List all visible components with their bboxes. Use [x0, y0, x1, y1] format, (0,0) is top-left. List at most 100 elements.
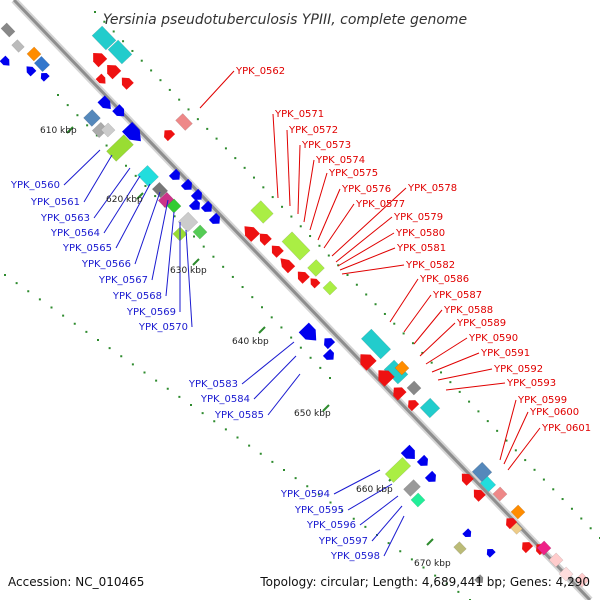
red-gene-arrow: [522, 542, 534, 554]
minor-tick: [346, 274, 349, 276]
minor-tick: [422, 566, 425, 569]
blue-gene-arrow-shape: [97, 95, 111, 110]
blue-gene-arrow: [190, 188, 202, 200]
minor-tick: [76, 114, 79, 117]
minor-tick: [248, 444, 251, 447]
feature-box-shape: [137, 165, 159, 187]
red-gene-arrow: [393, 387, 407, 401]
minor-tick: [166, 387, 169, 390]
feature-box-shape: [107, 39, 133, 65]
feature-box-shape: [192, 224, 208, 240]
red-gene-arrow: [310, 278, 321, 289]
kbp-label: 650 kbp: [294, 409, 331, 419]
gene-label: YPK_0586: [419, 274, 469, 285]
gene-label: YPK_0560: [10, 180, 60, 191]
feature-box: [479, 475, 497, 493]
leader-line: [323, 203, 355, 249]
red-gene-arrow: [271, 245, 284, 258]
leader-line: [303, 159, 315, 223]
kbp-label: 640 kbp: [232, 337, 269, 347]
minor-tick: [421, 351, 424, 354]
leader-line: [83, 154, 113, 203]
leader-line: [151, 199, 169, 281]
leader-line: [241, 341, 295, 385]
blue-gene-arrow-shape: [200, 200, 212, 212]
red-gene-arrow-shape: [408, 400, 420, 412]
leader-line: [445, 382, 506, 391]
red-gene-arrow: [121, 77, 134, 90]
minor-tick: [231, 275, 234, 278]
minor-tick: [434, 574, 437, 577]
feature-box-shape: [83, 109, 101, 127]
red-gene-arrow-shape: [297, 271, 310, 284]
feature-box: [307, 259, 325, 277]
blue-gene-arrow: [112, 104, 125, 117]
feature-box-shape: [166, 198, 182, 214]
gene-label: YPK_0587: [432, 290, 482, 301]
gene-label: YPK_0576: [341, 184, 391, 195]
gene-labels: YPK_0560YPK_0561YPK_0563YPK_0564YPK_0565…: [10, 66, 591, 562]
gene-label: YPK_0583: [188, 379, 238, 390]
feature-box: [453, 541, 467, 555]
feature-box-shape: [250, 200, 274, 224]
minor-tick: [329, 377, 331, 379]
minor-tick: [486, 420, 489, 423]
blue-gene-arrow: [208, 212, 220, 224]
accession-text: Accession: NC_010465: [8, 575, 144, 589]
feature-box-shape: [558, 566, 574, 582]
feature-box: [151, 181, 169, 199]
leader-line: [419, 322, 456, 357]
minor-tick: [122, 40, 125, 43]
minor-tick: [410, 558, 413, 561]
minor-tick: [201, 412, 204, 415]
minor-tick: [234, 157, 237, 160]
feature-box: [403, 479, 421, 497]
red-gene-arrow: [95, 73, 106, 84]
gene-label: YPK_0590: [468, 333, 518, 344]
minor-tick: [270, 316, 273, 319]
minor-tick: [318, 244, 321, 247]
red-gene-arrow-shape: [378, 370, 395, 387]
feature-box-shape: [410, 492, 426, 508]
gene-label: YPK_0579: [393, 212, 443, 223]
blue-gene-arrow-shape: [462, 528, 472, 538]
feature-box: [137, 165, 159, 187]
leader-line: [383, 515, 405, 557]
red-gene-arrow-shape: [280, 258, 296, 274]
minor-tick: [95, 134, 98, 137]
minor-tick: [589, 527, 592, 530]
minor-tick: [222, 265, 225, 268]
minor-tick: [283, 469, 285, 471]
minor-tick: [290, 215, 293, 218]
blue-gene-arrow: [200, 200, 212, 212]
leader-line: [309, 172, 328, 231]
feature-box-shape: [574, 572, 590, 588]
blue-gene-arrow-shape: [40, 72, 50, 82]
minor-tick: [399, 550, 402, 553]
minor-tick: [206, 127, 209, 130]
minor-tick: [393, 322, 396, 325]
feature-box: [410, 492, 426, 508]
minor-tick: [337, 264, 340, 267]
feature-box: [384, 457, 412, 483]
major-tick: [426, 538, 434, 546]
gene-label: YPK_0589: [456, 318, 506, 329]
minor-tick: [561, 498, 564, 501]
blue-gene-arrow: [188, 198, 200, 210]
major-tick: [66, 126, 74, 134]
leader-line: [499, 399, 517, 461]
minor-tick: [105, 144, 108, 147]
blue-gene-arrow-shape: [486, 548, 496, 558]
feature-box: [250, 200, 274, 224]
blue-gene-arrow-shape: [188, 198, 200, 210]
leader-line: [267, 373, 301, 416]
minor-tick: [224, 428, 227, 431]
major-tick: [136, 192, 144, 200]
red-gene-arrow-shape: [95, 73, 106, 84]
feature-box: [100, 122, 116, 138]
genome-backbone: [11, 0, 593, 600]
major-tick: [192, 258, 200, 266]
minor-tick: [112, 30, 115, 33]
red-gene-arrow: [473, 489, 486, 502]
